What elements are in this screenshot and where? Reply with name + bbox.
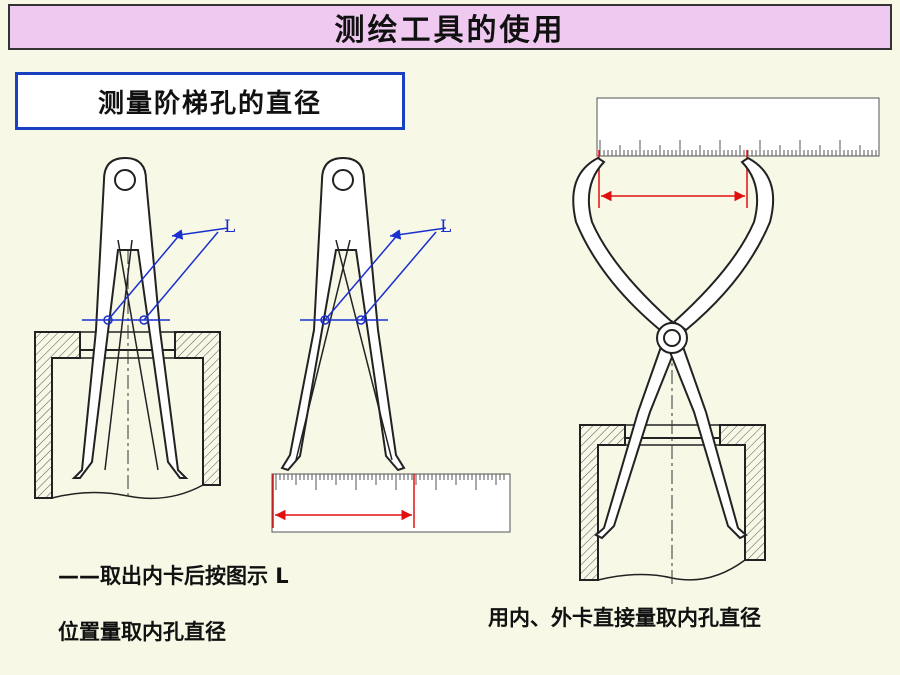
page-title: 测绘工具的使用 xyxy=(334,13,566,48)
left-figure: L xyxy=(34,156,235,500)
left-bore-section xyxy=(34,200,221,500)
caption-left-line2: 位置量取内孔直径 xyxy=(58,620,226,644)
caption-right: 用内、外卡直接量取内孔直径 xyxy=(488,606,761,630)
left-L-label: L xyxy=(224,217,235,237)
middle-ruler xyxy=(271,473,511,533)
middle-figure: L xyxy=(271,156,511,533)
right-ruler xyxy=(596,97,880,208)
title-bar: 测绘工具的使用 xyxy=(8,4,892,50)
caption-left-line1: ——取出内卡后按图示 L xyxy=(58,564,289,588)
left-L-dimension: L xyxy=(82,217,235,325)
left-inner-caliper xyxy=(71,156,189,479)
middle-inner-caliper xyxy=(280,156,406,472)
subtitle: 测量阶梯孔的直径 xyxy=(97,88,322,119)
right-figure xyxy=(572,97,880,585)
right-outer-caliper xyxy=(572,156,775,540)
subtitle-box: 测量阶梯孔的直径 xyxy=(15,72,405,130)
middle-L-dimension: L xyxy=(300,217,451,325)
middle-L-label: L xyxy=(440,217,451,237)
